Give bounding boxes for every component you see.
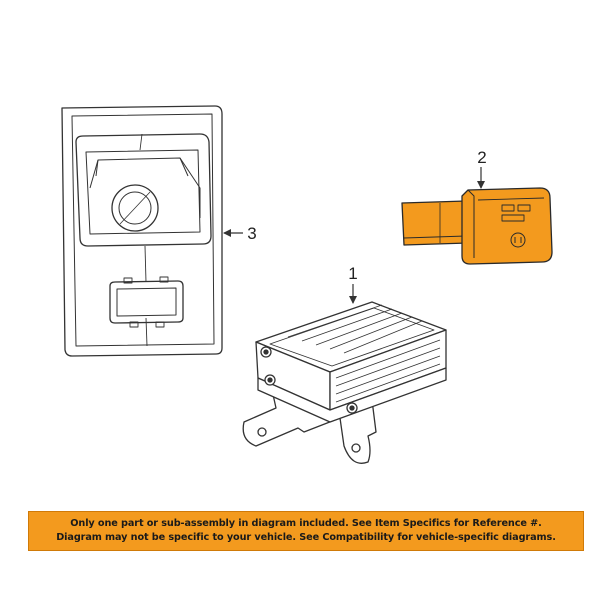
callout-1: 1	[348, 264, 358, 304]
disclaimer-banner: Only one part or sub-assembly in diagram…	[28, 511, 584, 551]
disclaimer-line-1: Only one part or sub-assembly in diagram…	[70, 518, 542, 529]
callout-label-2: 2	[477, 148, 486, 167]
callout-3: 3	[223, 224, 257, 243]
callout-2: 2	[477, 148, 487, 189]
disclaimer-line-2: Diagram may not be specific to your vehi…	[56, 532, 556, 543]
part-3-bezel-panel	[61, 105, 223, 357]
part-1-control-module	[242, 301, 447, 464]
callout-label-1: 1	[348, 264, 357, 283]
part-2-sensor-module	[401, 187, 553, 265]
callout-label-3: 3	[247, 224, 256, 243]
